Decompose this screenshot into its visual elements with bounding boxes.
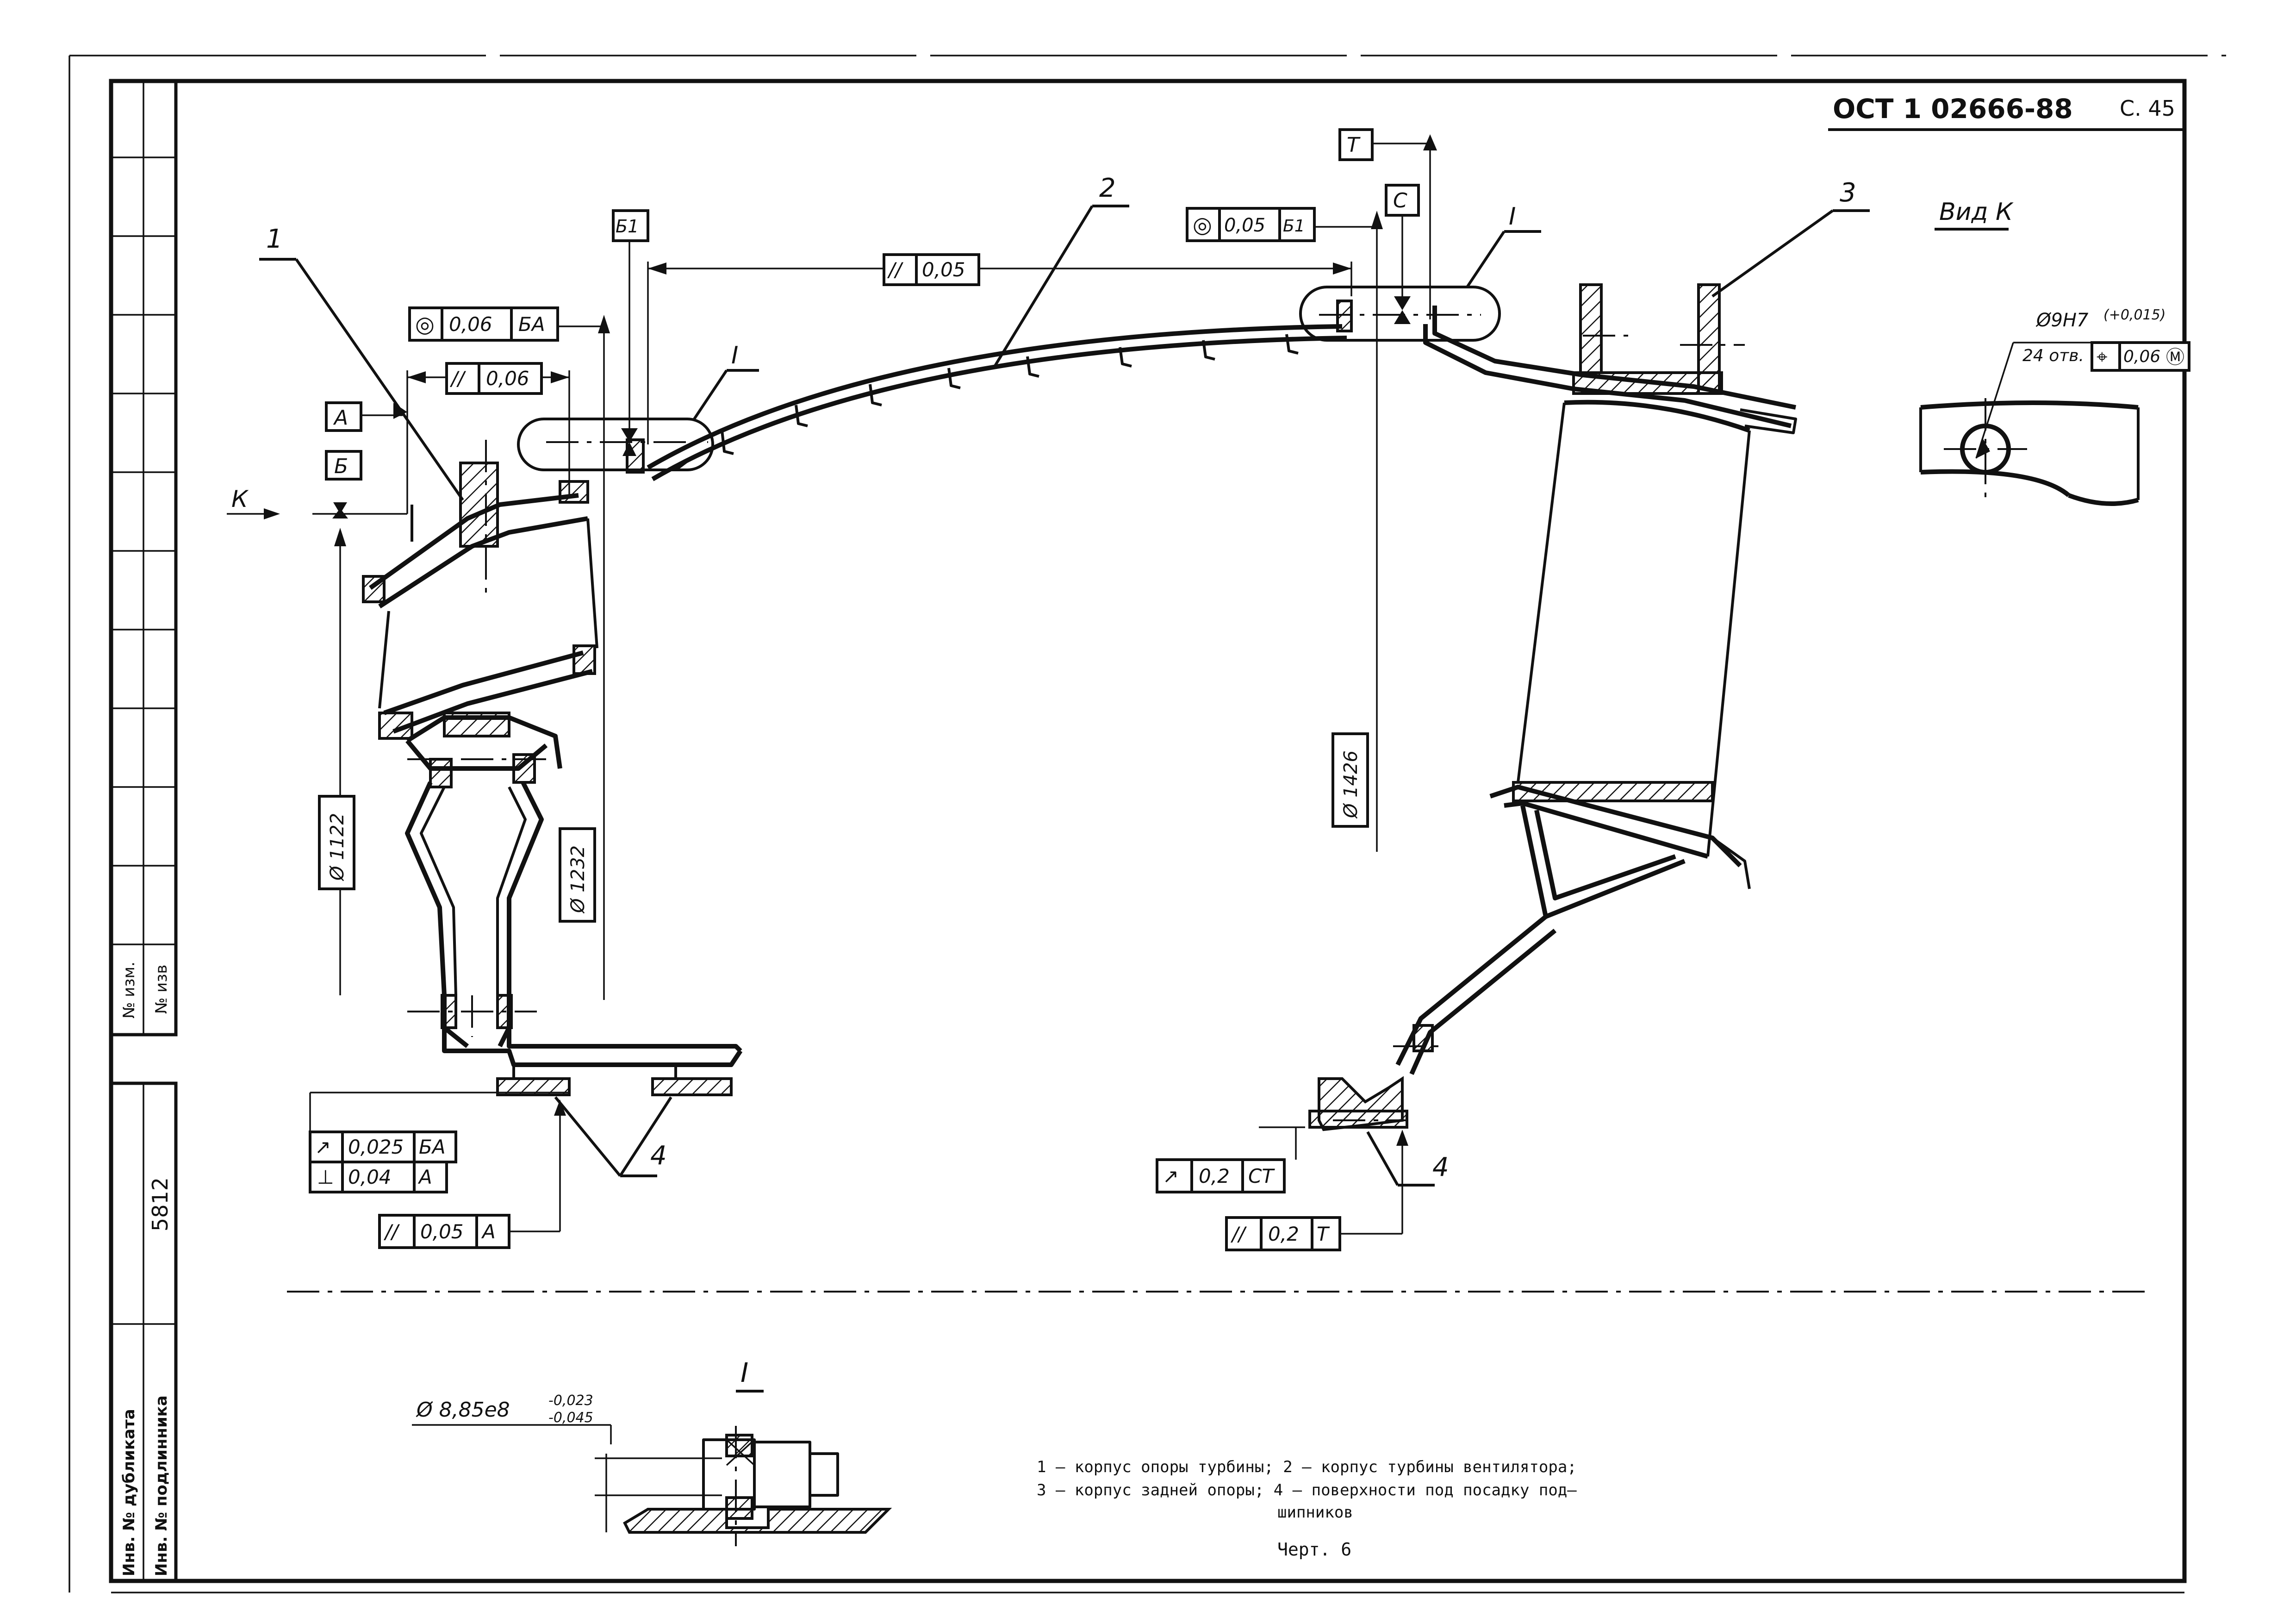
strip-inv-original: Инв. № подлинника — [152, 1395, 171, 1576]
svg-text:◎: ◎ — [415, 312, 435, 337]
detail-dim-upper: -0,023 — [548, 1393, 593, 1409]
figure-number: Черт. 6 — [1277, 1539, 1351, 1560]
datum-a: А — [333, 406, 348, 430]
dimension-lines — [227, 134, 1437, 1235]
casing-ribs — [721, 334, 1299, 455]
svg-text://: // — [449, 367, 466, 390]
svg-text:0,05: 0,05 — [1224, 215, 1265, 236]
frame-perpendicularity-004: ⊥ 0,04 А — [309, 1161, 448, 1193]
callout-3: 3 — [1840, 178, 1856, 208]
svg-text://: // — [383, 1220, 400, 1243]
holes-tolerance: (+0,015) — [2103, 307, 2165, 323]
detail-i: I Ø 8,85е8 -0,023 -0,045 — [412, 1357, 892, 1546]
svg-text://: // — [1230, 1223, 1247, 1245]
datum-c: С — [1393, 189, 1407, 212]
svg-text:0,06: 0,06 — [2123, 347, 2160, 366]
strip-change-no: № изм. — [120, 962, 138, 1018]
caption-line-1: 1 – корпус опоры турбины; 2 – корпус тур… — [1037, 1458, 1577, 1476]
caption-line-2: 3 – корпус задней опоры; 4 – поверхности… — [1037, 1481, 1577, 1499]
page-header: ОСТ 1 02666-88 С. 45 — [1828, 93, 2184, 131]
svg-text:⊥: ⊥ — [317, 1166, 334, 1188]
svg-text:0,05: 0,05 — [420, 1220, 464, 1243]
detail-title: I — [740, 1357, 748, 1388]
holes-size: Ø9Н7 — [2035, 310, 2089, 331]
diameter-labels: Ø 1122 Ø 1232 Ø 1426 — [318, 732, 1369, 923]
svg-text:0,2: 0,2 — [1268, 1223, 1299, 1245]
callout-4-right: 4 — [1432, 1152, 1449, 1182]
caption-line-3: шипников — [1277, 1503, 1353, 1522]
tolerance-frames: ◎ 0,06 БА // 0,06 // 0,05 ◎ 0,05 Б1 — [309, 207, 1341, 1251]
dim-1426: Ø 1426 — [1340, 750, 1362, 819]
svg-text:0,06: 0,06 — [486, 367, 529, 390]
frame-runout-0025: ↗ 0,025 БА — [309, 1131, 457, 1163]
svg-text://: // — [887, 258, 903, 281]
sheet-frame — [68, 55, 2226, 1593]
svg-text:⌖: ⌖ — [2097, 345, 2108, 368]
frame-concentricity-006: ◎ 0,06 БА — [408, 306, 559, 342]
view-k-label: Вид К — [1939, 198, 2014, 226]
svg-text:0,2: 0,2 — [1199, 1165, 1230, 1187]
detail-dim-size: Ø 8,85е8 — [416, 1398, 510, 1422]
dim-1232: Ø 1232 — [567, 845, 589, 914]
callout-4-left: 4 — [650, 1141, 667, 1171]
svg-text:А: А — [417, 1166, 432, 1188]
callout-leaders: 1 2 3 4 4 — [259, 173, 1870, 1187]
callout-2: 2 — [1099, 173, 1116, 203]
detail-marks: I I — [517, 203, 1541, 471]
frame-parallelism-02: // 0,2 Т — [1225, 1216, 1341, 1251]
part-1-turbine-support-casing — [362, 462, 743, 1096]
svg-text:Т: Т — [1317, 1223, 1330, 1245]
frame-runout-02: ↗ 0,2 СТ — [1156, 1158, 1286, 1193]
svg-text:А: А — [481, 1220, 496, 1243]
view-arrow-label: К — [231, 486, 249, 512]
figure-caption: 1 – корпус опоры турбины; 2 – корпус тур… — [1037, 1458, 1577, 1560]
datum-boxes: А Б Б1 С Т — [325, 128, 1420, 481]
strip-inv-value: 5812 — [148, 1177, 173, 1231]
view-k: Вид К Ø9Н7 (+0,015) 24 отв. ⌖ 0,06 Ⓜ — [1919, 198, 2190, 506]
svg-text:↗: ↗ — [315, 1136, 331, 1158]
svg-text:Ⓜ: Ⓜ — [2166, 347, 2184, 368]
svg-text:◎: ◎ — [1193, 212, 1212, 238]
strip-inv-duplicate: Инв. № дубликата — [120, 1409, 138, 1576]
svg-text:0,04: 0,04 — [348, 1166, 392, 1188]
datum-b1: Б1 — [616, 216, 639, 237]
svg-text:0,025: 0,025 — [348, 1136, 404, 1158]
svg-text:0,06: 0,06 — [449, 313, 492, 336]
standard-number: ОСТ 1 02666-88 — [1833, 93, 2073, 125]
frame-parallelism-006: // 0,06 — [445, 362, 543, 395]
svg-text:↗: ↗ — [1163, 1165, 1179, 1187]
side-strip: № изм. № изв 5812 Инв. № дубликата Инв. … — [109, 79, 178, 1583]
frame-parallelism-005-bottom: // 0,05 А — [378, 1214, 510, 1249]
svg-text:Б1: Б1 — [1283, 217, 1305, 236]
page-number: С. 45 — [2120, 96, 2175, 121]
detail-mark-1: I — [731, 342, 738, 369]
dim-1122: Ø 1122 — [327, 813, 348, 881]
svg-text:СТ: СТ — [1248, 1165, 1275, 1187]
datum-b: Б — [334, 455, 348, 478]
part-2-fan-turbine-casing — [626, 300, 1353, 481]
datum-triangles — [333, 310, 1411, 514]
center-lines — [287, 314, 2152, 1293]
frame-parallelism-005-top: // 0,05 — [883, 253, 980, 286]
strip-notice-no: № изв — [152, 965, 171, 1014]
holes-count: 24 отв. — [2022, 346, 2084, 365]
svg-text:БА: БА — [419, 1136, 446, 1158]
callout-1: 1 — [266, 224, 283, 254]
frame-concentricity-005: ◎ 0,05 Б1 — [1186, 207, 1316, 242]
detail-mark-2: I — [1509, 203, 1516, 231]
detail-dim-lower: -0,045 — [548, 1410, 593, 1426]
svg-text:0,05: 0,05 — [922, 258, 965, 281]
datum-t: Т — [1347, 133, 1361, 157]
svg-text:БА: БА — [518, 313, 545, 336]
part-3-rear-support-casing — [1308, 283, 1797, 1131]
